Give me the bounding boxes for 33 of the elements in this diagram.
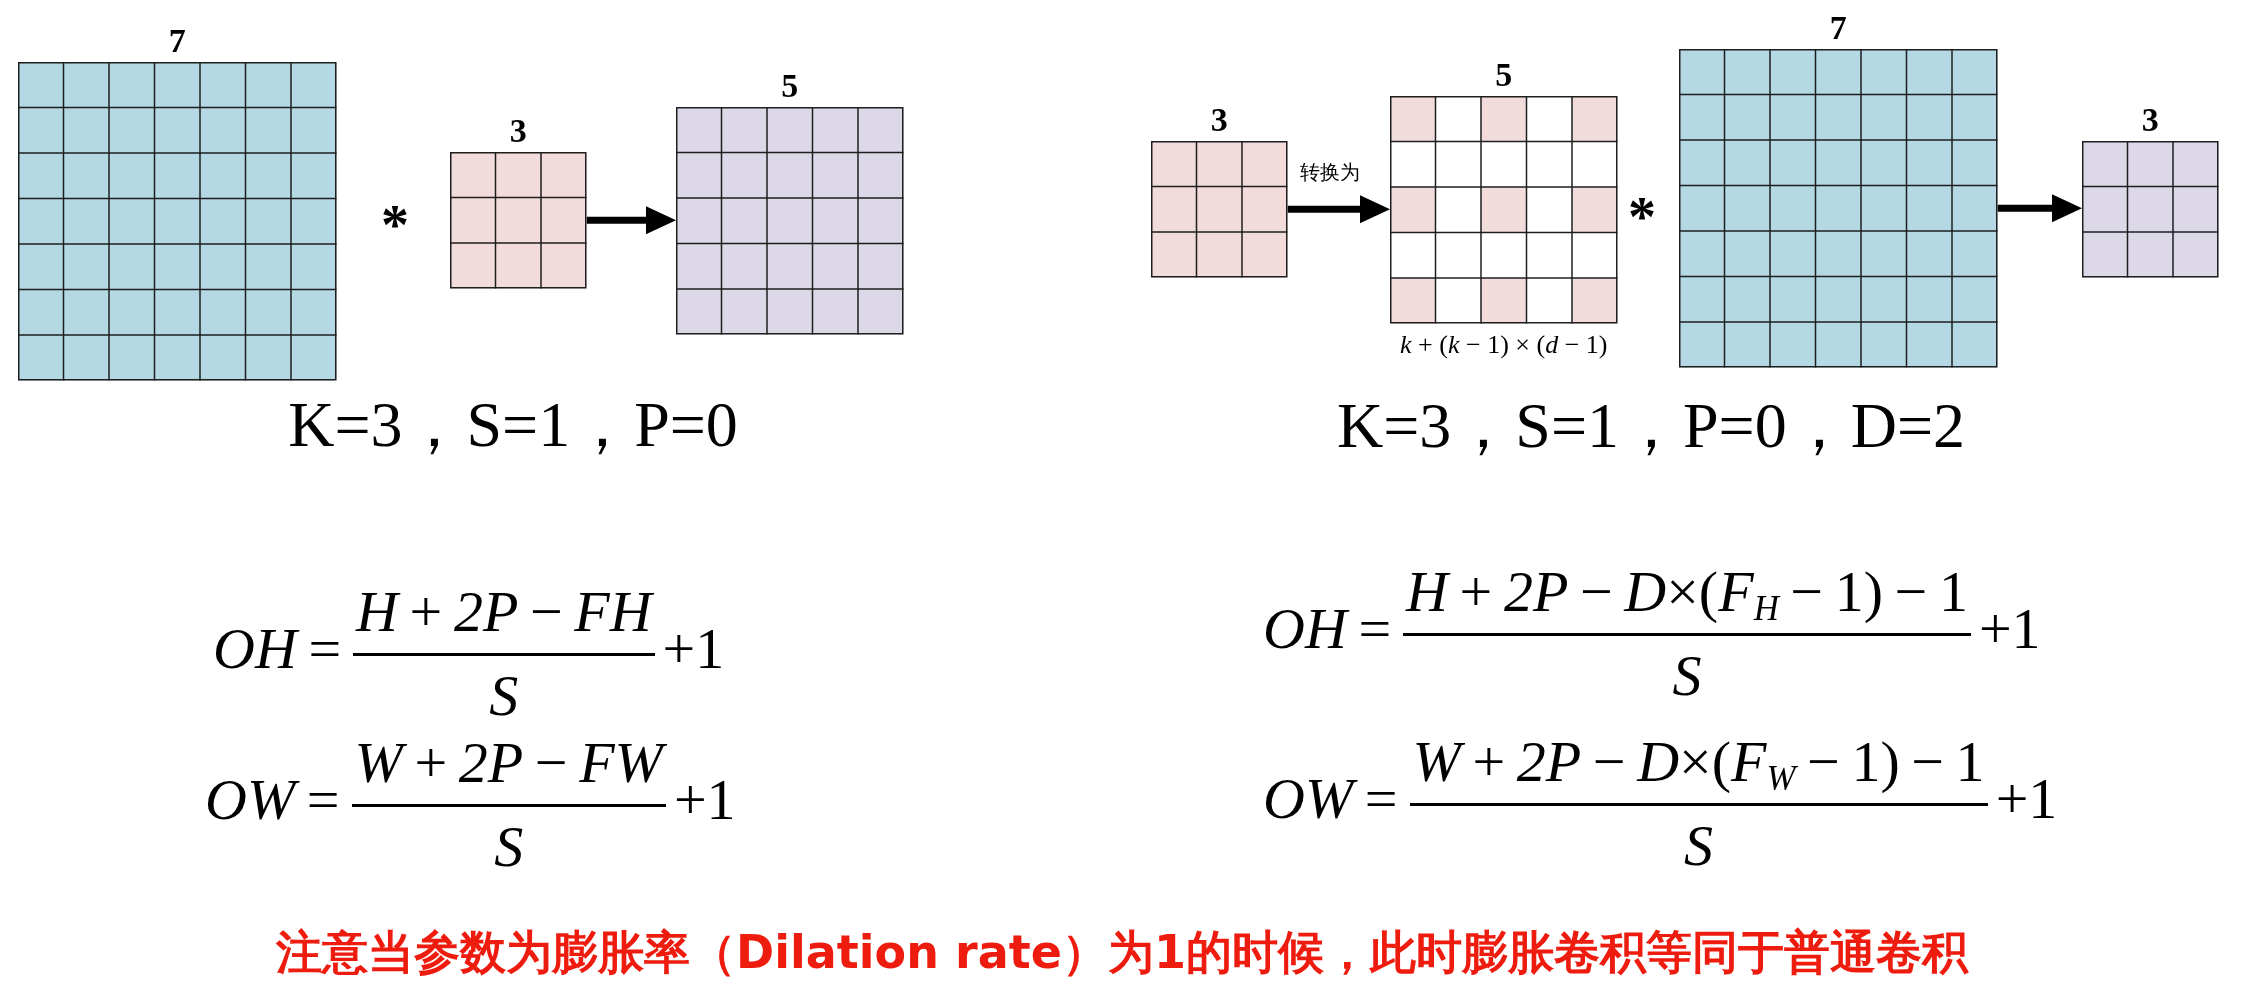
arrow <box>586 206 676 235</box>
parameter-label: K=3，S=1，P=0 <box>288 393 738 457</box>
kernel-size-formula: k + (k − 1) × (d − 1) <box>1400 329 1608 360</box>
size-label: 3 <box>509 114 527 148</box>
denominator: S <box>1672 641 1702 705</box>
size-label: 3 <box>2141 103 2159 137</box>
formula-term: +1 <box>1995 769 2058 828</box>
size-label: 7 <box>1829 11 1847 45</box>
formula-term: +1 <box>662 619 725 678</box>
size-label: 5 <box>781 69 799 103</box>
numerator: W + 2P − FW <box>351 733 666 804</box>
note-text: 注意当参数为膨胀率（Dilation rate）为1的时候，此时膨胀卷积等同于普通卷积 <box>276 925 1968 979</box>
edge-label: 转换为 <box>1300 160 1360 184</box>
arrow <box>1287 195 1390 224</box>
formula-left-side: OH = <box>1263 599 1392 658</box>
size-label: 3 <box>1210 103 1228 137</box>
numerator: H + 2P − FH <box>353 582 655 653</box>
formula-term: +1 <box>673 770 736 829</box>
formula-left-side: OH = <box>213 619 342 678</box>
numerator: W + 2P − D×(F$_{W}$ − 1) − 1 <box>1411 732 1986 800</box>
denominator: S <box>494 812 524 876</box>
convolution-operator: * <box>1628 198 1656 224</box>
size-label: 7 <box>168 24 186 58</box>
arrow <box>1997 194 2082 223</box>
size-label: 5 <box>1495 58 1513 92</box>
parameter-label: K=3，S=1，P=0，D=2 <box>1337 394 1965 458</box>
denominator: S <box>1684 811 1714 875</box>
convolution-operator: * <box>381 206 409 232</box>
formula-left-side: OW = <box>1263 769 1398 828</box>
formula-left-side: OW = <box>205 770 340 829</box>
formula-term: +1 <box>1978 599 2041 658</box>
denominator: S <box>489 661 519 725</box>
numerator: H + 2P − D×(F$_{H}$ − 1) − 1 <box>1404 562 1969 630</box>
